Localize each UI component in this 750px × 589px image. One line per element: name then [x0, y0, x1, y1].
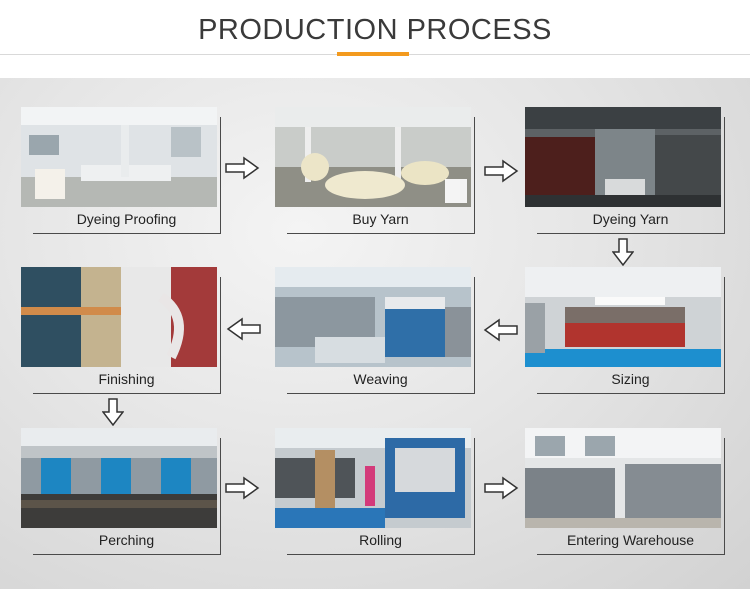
card-frame	[33, 117, 221, 234]
step-label: Rolling	[359, 532, 402, 548]
step-card-rolling: Rolling	[275, 428, 475, 555]
dyeing-yarn-photo	[525, 107, 721, 207]
step-label: Dyeing Yarn	[592, 211, 669, 227]
step-card-dyeing-proofing: Dyeing Proofing	[21, 107, 221, 234]
step-label: Entering Warehouse	[566, 532, 695, 548]
card-frame	[537, 438, 725, 555]
title-accent-bar	[337, 52, 409, 56]
arrow-down-icon	[612, 238, 634, 266]
step-label: Finishing	[98, 371, 155, 387]
step-card-finishing: Finishing	[21, 267, 221, 394]
arrow-left-icon	[226, 317, 261, 341]
step-label: Sizing	[611, 371, 650, 387]
page-title: PRODUCTION PROCESS	[198, 14, 552, 46]
header: PRODUCTION PROCESS	[0, 0, 750, 60]
step-label: Dyeing Proofing	[76, 211, 177, 227]
step-label: Perching	[98, 532, 155, 548]
rolling-photo	[275, 428, 471, 528]
card-frame	[287, 277, 475, 394]
arrow-right-icon	[484, 159, 519, 183]
step-card-weaving: Weaving	[275, 267, 475, 394]
step-card-dyeing-yarn: Dyeing Yarn	[525, 107, 725, 234]
step-card-buy-yarn: Buy Yarn	[275, 107, 475, 234]
card-frame	[537, 277, 725, 394]
step-card-entering-warehouse: Entering Warehouse	[525, 428, 725, 555]
step-card-perching: Perching	[21, 428, 221, 555]
finishing-photo	[21, 267, 217, 367]
sizing-photo	[525, 267, 721, 367]
arrow-right-icon	[225, 156, 260, 180]
step-label: Buy Yarn	[352, 211, 409, 227]
weaving-photo	[275, 267, 471, 367]
card-frame	[287, 438, 475, 555]
arrow-right-icon	[484, 476, 519, 500]
dyeing-proofing-photo	[21, 107, 217, 207]
perching-photo	[21, 428, 217, 528]
arrow-right-icon	[225, 476, 260, 500]
arrow-left-icon	[483, 318, 518, 342]
arrow-down-icon	[102, 398, 124, 426]
buy-yarn-photo	[275, 107, 471, 207]
step-label: Weaving	[353, 371, 408, 387]
card-frame	[537, 117, 725, 234]
step-card-sizing: Sizing	[525, 267, 725, 394]
card-frame	[287, 117, 475, 234]
card-frame	[33, 277, 221, 394]
entering-warehouse-photo	[525, 428, 721, 528]
card-frame	[33, 438, 221, 555]
